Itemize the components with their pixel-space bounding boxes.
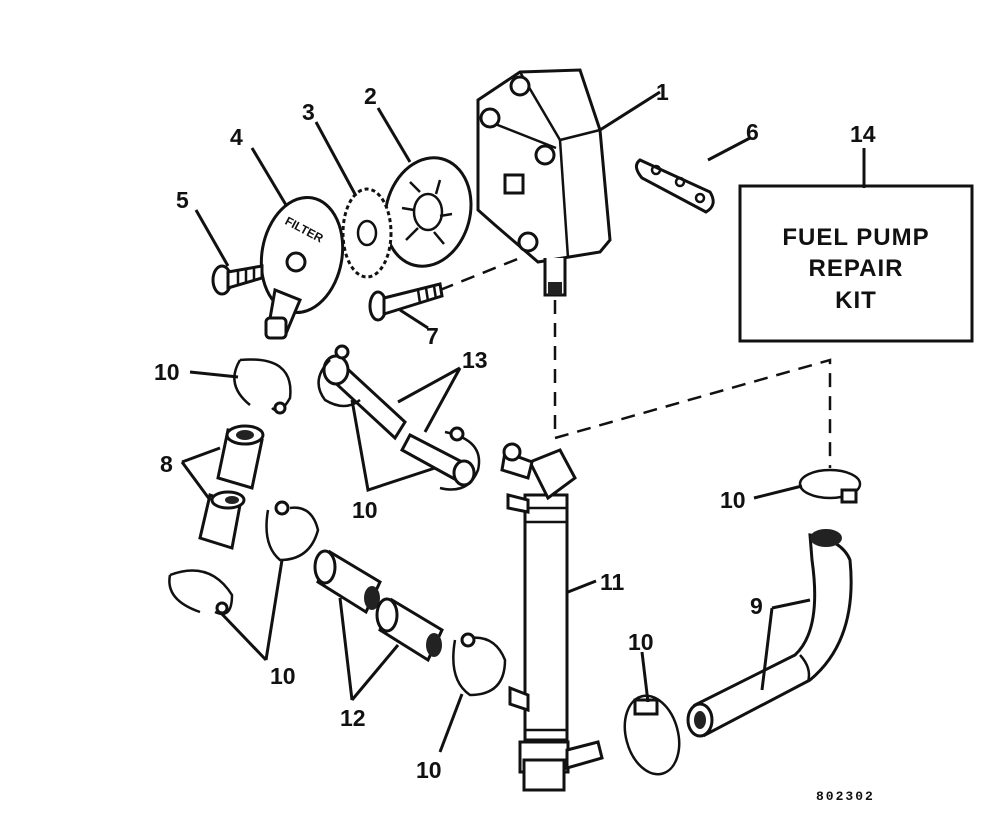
kit-line-1: FUEL PUMP — [782, 224, 929, 251]
callout-5: 5 — [176, 187, 189, 213]
callout-10-lower-left: 10 — [270, 663, 296, 689]
short-hose-upper — [216, 424, 265, 490]
clamp-lower-center — [452, 632, 507, 697]
repair-kit-box: FUEL PUMP REPAIR KIT — [738, 184, 974, 343]
callout-7: 7 — [426, 323, 439, 349]
callout-1: 1 — [656, 79, 669, 105]
thumb-screw — [211, 264, 264, 296]
callout-11: 11 — [600, 569, 625, 595]
clamp-upper-left — [233, 358, 292, 415]
bent-hose — [686, 529, 853, 738]
clamp-right-lower — [623, 694, 681, 776]
callout-10-bottom: 10 — [416, 757, 442, 783]
callout-9: 9 — [750, 593, 763, 619]
clamp-right-upper — [798, 468, 862, 504]
callout-numbers: 1 2 3 4 5 6 7 14 10 8 13 10 11 10 9 10 1… — [154, 79, 876, 783]
figure-number: 802302 — [816, 789, 875, 804]
callout-10-right-upper: 10 — [720, 487, 746, 513]
hose-piece-upper — [313, 549, 382, 615]
callout-4: 4 — [230, 124, 243, 150]
fuel-line-assembly — [500, 442, 604, 792]
callout-12: 12 — [340, 705, 366, 731]
kit-line-2: REPAIR — [809, 255, 904, 282]
filter-screen — [341, 187, 393, 279]
callout-2: 2 — [364, 83, 377, 109]
callout-6: 6 — [746, 119, 759, 145]
callout-14: 14 — [850, 121, 876, 147]
callout-8: 8 — [160, 451, 173, 477]
leader-lines — [180, 90, 866, 753]
dashed-guides — [439, 256, 832, 468]
clamp-lower-left — [168, 569, 234, 616]
hose-piece-lower — [375, 597, 444, 663]
fuel-pump-body — [476, 68, 612, 297]
callout-3: 3 — [302, 99, 315, 125]
callout-13: 13 — [462, 347, 488, 373]
callout-10-right-lower: 10 — [628, 629, 654, 655]
callout-10-upper-left: 10 — [154, 359, 180, 385]
kit-line-3: KIT — [835, 287, 877, 314]
clamp-middle — [265, 500, 320, 562]
upper-hose-assembly — [317, 344, 481, 491]
mounting-bolt — [368, 282, 444, 322]
pump-gasket — [635, 158, 715, 214]
short-hose-lower — [198, 490, 246, 550]
diaphragm-plate — [383, 156, 473, 268]
filter-cover: FILTER — [259, 195, 345, 340]
callout-10-center: 10 — [352, 497, 378, 523]
